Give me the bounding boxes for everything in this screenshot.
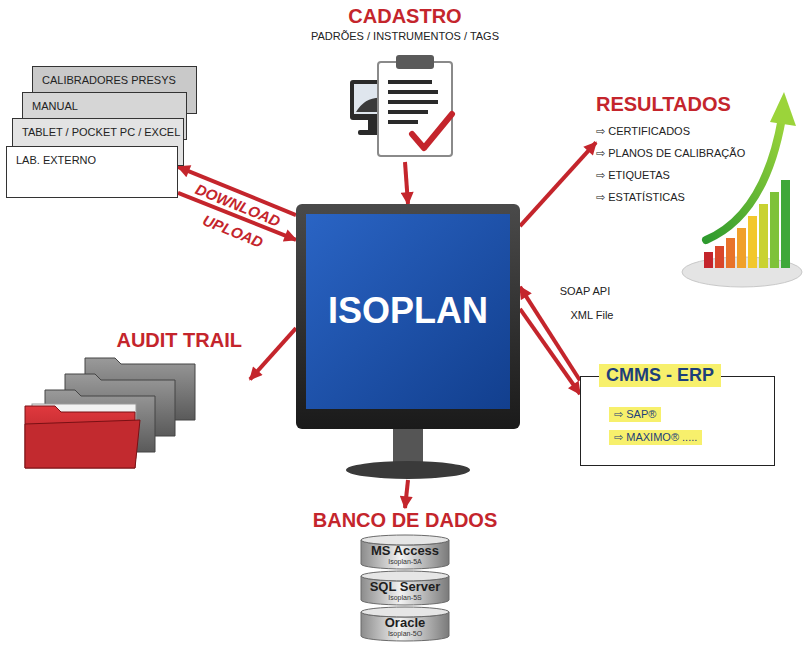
register-icon-part bbox=[388, 100, 438, 104]
flow-arrow bbox=[520, 309, 580, 394]
edge-label: XML File bbox=[571, 310, 614, 321]
statistics-chart bbox=[682, 92, 802, 287]
node-heading: CADASTRO bbox=[290, 4, 520, 28]
register-icon-part bbox=[388, 90, 438, 94]
folder-stack-part bbox=[25, 420, 140, 468]
database-cylinder-outline-part bbox=[361, 540, 449, 569]
node-heading: TABLET / POCKET PC / EXCEL bbox=[13, 119, 183, 138]
node-heading: CMMS - ERP bbox=[599, 364, 721, 387]
node-heading: SQL Server bbox=[360, 580, 450, 594]
database-cylinder-outline-part bbox=[361, 576, 449, 605]
node-heading: MS Access bbox=[360, 544, 450, 558]
register-icon-part bbox=[388, 80, 432, 84]
monitor-screen-outline-part bbox=[346, 461, 470, 479]
register-icon-part bbox=[388, 120, 418, 124]
node-heading: Oracle bbox=[360, 616, 450, 630]
node-text: ⇨ CERTIFICADOS bbox=[596, 125, 756, 138]
monitor-screen: ISOPLAN bbox=[296, 204, 520, 480]
monitor-screen-outline bbox=[296, 204, 520, 480]
results-list: RESULTADOS ⇨ CERTIFICADOS ⇨ PLANOS DE CALI… bbox=[596, 92, 756, 204]
register-icon-part bbox=[378, 62, 452, 156]
statistics-chart-part bbox=[770, 192, 779, 268]
statistics-chart-part bbox=[770, 92, 796, 126]
node-heading: MANUAL bbox=[23, 93, 186, 112]
node-text: ⇨ ESTATÍSTICAS bbox=[596, 191, 756, 204]
node-text: ⇨ PLANOS DE CALIBRAÇÃO bbox=[596, 147, 756, 160]
node-heading: BANCO DE DADOS bbox=[305, 508, 505, 532]
flow-arrow bbox=[520, 287, 580, 381]
node-heading: ISOPLAN bbox=[296, 290, 520, 332]
flow-arrow bbox=[250, 328, 296, 379]
node-heading: AUDIT TRAIL bbox=[10, 328, 242, 352]
flow-arrow bbox=[405, 162, 408, 204]
node-text: ⇨ ETIQUETAS bbox=[596, 169, 756, 182]
statistics-chart-part bbox=[715, 246, 724, 268]
monitor-screen-outline-part bbox=[296, 204, 520, 429]
node-text: Isoplan-5O bbox=[360, 630, 450, 638]
node-heading: LAB. EXTERNO bbox=[7, 147, 177, 166]
edge-label: SOAP API bbox=[560, 286, 611, 297]
audit-trail-block: AUDIT TRAIL bbox=[10, 328, 250, 475]
statistics-chart-part bbox=[706, 118, 782, 240]
register-icon-part bbox=[396, 55, 434, 69]
register-icon-part bbox=[412, 114, 452, 148]
document-page: LAB. EXTERNO bbox=[6, 146, 178, 198]
statistics-chart-part bbox=[726, 238, 735, 268]
node-text: Isoplan-5S bbox=[360, 594, 450, 602]
statistics-chart-part bbox=[748, 216, 757, 268]
flow-arrow bbox=[405, 480, 408, 508]
node-text: ⇨ SAP® bbox=[609, 407, 661, 422]
node-text: ⇨ MAXIMO® ..... bbox=[609, 430, 702, 445]
statistics-chart-part bbox=[759, 204, 768, 268]
statistics-chart-part bbox=[704, 252, 713, 268]
database-cylinder-outline-part bbox=[361, 612, 449, 641]
statistics-chart-part bbox=[781, 180, 790, 268]
node-text: Isoplan-5A bbox=[360, 558, 450, 566]
flow-arrow bbox=[520, 142, 596, 226]
database-cylinder: MS AccessIsoplan-5A bbox=[360, 534, 450, 570]
monitor-screen-outline-part bbox=[393, 429, 423, 463]
register-icon bbox=[350, 55, 452, 156]
folder-stack bbox=[25, 358, 195, 468]
database-cylinder: SQL ServerIsoplan-5S bbox=[360, 570, 450, 606]
database-block: BANCO DE DADOSMS AccessIsoplan-5ASQL Ser… bbox=[305, 508, 505, 646]
statistics-chart-part bbox=[737, 228, 746, 268]
register-block: CADASTRO PADRÕES / INSTRUMENTOS / TAGS bbox=[290, 4, 520, 162]
register-icon-part bbox=[388, 110, 428, 114]
cmms-erp-box: CMMS - ERP⇨ SAP®⇨ MAXIMO® ..... bbox=[580, 376, 775, 466]
node-heading: RESULTADOS bbox=[596, 92, 756, 116]
database-cylinder: OracleIsoplan-5O bbox=[360, 606, 450, 642]
node-heading: CALIBRADORES PRESYS bbox=[33, 67, 196, 86]
node-text: PADRÕES / INSTRUMENTOS / TAGS bbox=[290, 30, 520, 42]
